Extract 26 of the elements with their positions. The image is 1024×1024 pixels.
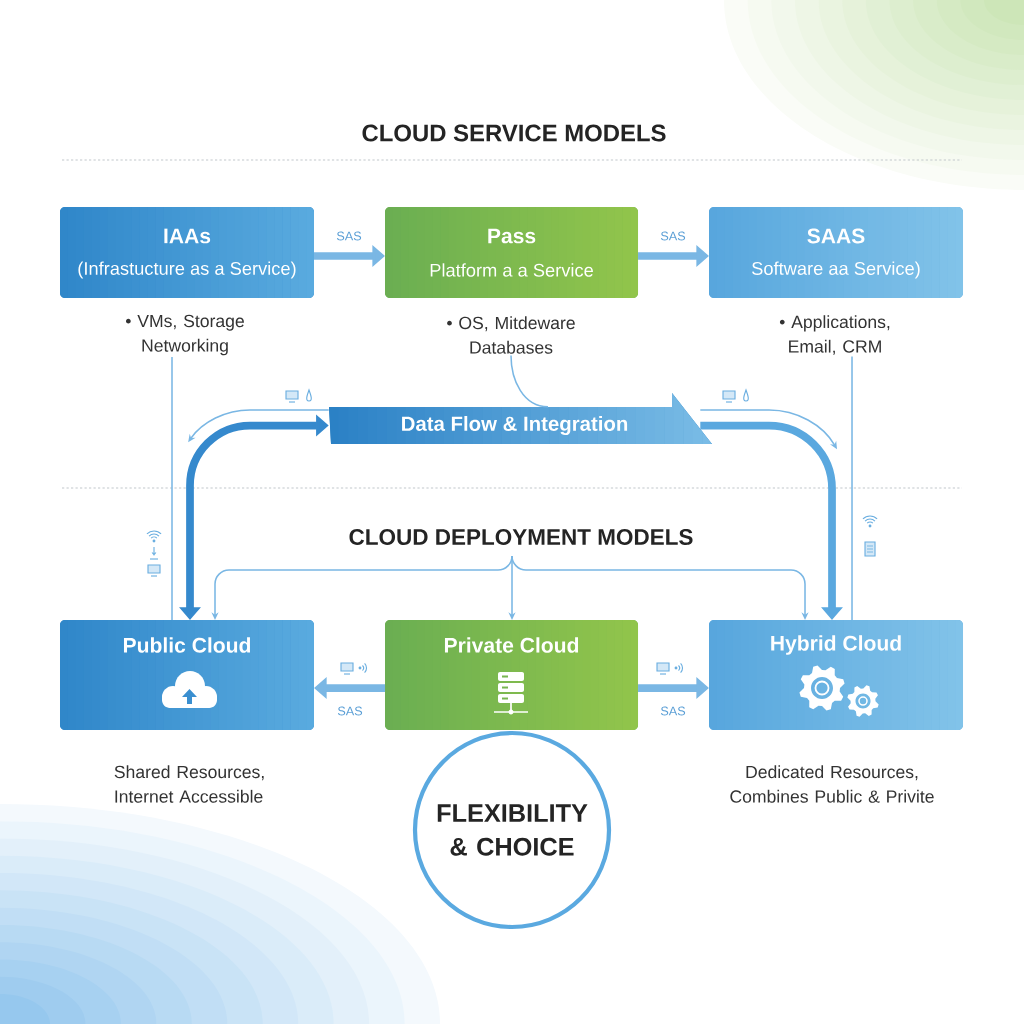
edge-label: SAS bbox=[658, 705, 688, 717]
bullet-text: • OS, Mitdeware Databases bbox=[447, 316, 575, 354]
bullet-text: • Applications, Email, CRM bbox=[779, 315, 890, 355]
arrow bbox=[700, 421, 843, 620]
connector-line bbox=[510, 354, 549, 408]
subtitle-text: Platform a a Service bbox=[430, 263, 593, 277]
edge-label: SAS bbox=[334, 230, 364, 242]
subtitle-text: (Infrastucture as a Service) bbox=[78, 261, 296, 279]
connector-line bbox=[851, 355, 853, 621]
description-text: Shared Resources, Internet Accessible bbox=[114, 765, 264, 803]
description-text: Dedicated Resources, Combines Public & Privite bbox=[730, 765, 934, 803]
heading-text: SAAS bbox=[807, 228, 865, 244]
title: CLOUD SERVICE MODELS bbox=[362, 124, 666, 142]
heading-text: Private Cloud bbox=[444, 637, 579, 653]
connector-line bbox=[171, 356, 173, 621]
heading-text: Pass bbox=[488, 228, 536, 244]
heading-text: IAAs bbox=[164, 228, 211, 244]
deployment-box bbox=[385, 620, 639, 730]
arrow bbox=[511, 555, 809, 620]
section-heading: CLOUD DEPLOYMENT MODELS bbox=[349, 529, 693, 545]
edge-label: SAS bbox=[335, 705, 365, 717]
bullet-text: • VMs, Storage Networking bbox=[126, 314, 244, 356]
heading-text: Hybrid Cloud bbox=[771, 635, 901, 655]
subtitle-text: Software aa Service) bbox=[752, 261, 920, 279]
edge-label: SAS bbox=[658, 230, 688, 242]
heading-text: Public Cloud bbox=[124, 637, 251, 653]
